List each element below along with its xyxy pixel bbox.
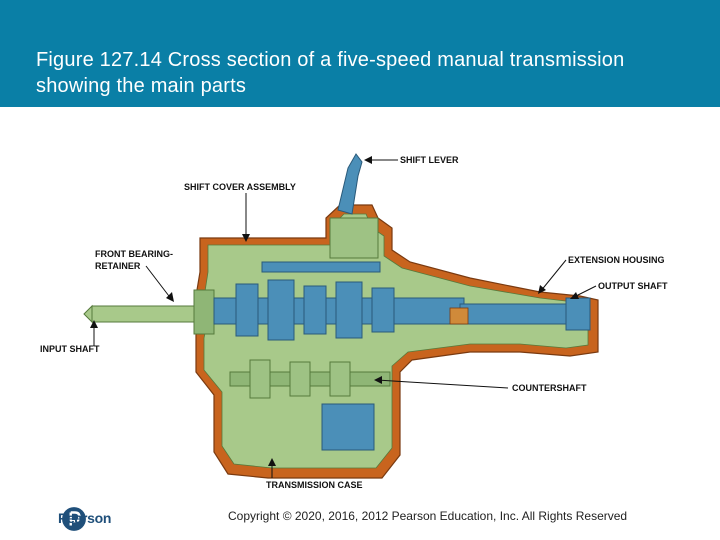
copyright-notice: Copyright © 2020, 2016, 2012 Pearson Edu… <box>228 509 627 523</box>
main-gear-2 <box>268 280 294 340</box>
main-gear-3 <box>304 286 326 334</box>
front-bearing-retainer-leader <box>146 266 172 300</box>
label-front-bearing-retainer-line1: FRONT BEARING- <box>95 249 173 259</box>
label-shift-lever: SHIFT LEVER <box>400 155 459 165</box>
shift-cover-assembly <box>330 218 378 258</box>
label-extension-housing: EXTENSION HOUSING <box>568 255 665 265</box>
main-gear-5 <box>372 288 394 332</box>
input-shaft-tip <box>84 306 92 322</box>
shift-lever-arrowhead <box>364 156 372 164</box>
label-countershaft: COUNTERSHAFT <box>512 383 587 393</box>
label-front-bearing-retainer-line2: RETAINER <box>95 261 141 271</box>
reverse-idler-gear <box>322 404 374 450</box>
label-input-shaft: INPUT SHAFT <box>40 344 100 354</box>
label-shift-cover-assembly: SHIFT COVER ASSEMBLY <box>184 182 296 192</box>
pearson-logo-text: Pearson <box>58 510 111 526</box>
front-bearing-retainer <box>194 290 214 334</box>
label-output-shaft: OUTPUT SHAFT <box>598 281 668 291</box>
output-shaft-yoke <box>566 298 590 330</box>
main-gear-4 <box>336 282 362 338</box>
countershaft-gear-1 <box>250 360 270 398</box>
shift-rail <box>262 262 380 272</box>
extension-housing-leader <box>540 260 566 292</box>
countershaft-gear-3 <box>330 362 350 396</box>
main-gear-1 <box>236 284 258 336</box>
label-transmission-case: TRANSMISSION CASE <box>266 480 363 490</box>
output-shaft-threads <box>450 308 468 324</box>
output-shaft <box>460 304 568 324</box>
countershaft-gear-2 <box>290 362 310 396</box>
